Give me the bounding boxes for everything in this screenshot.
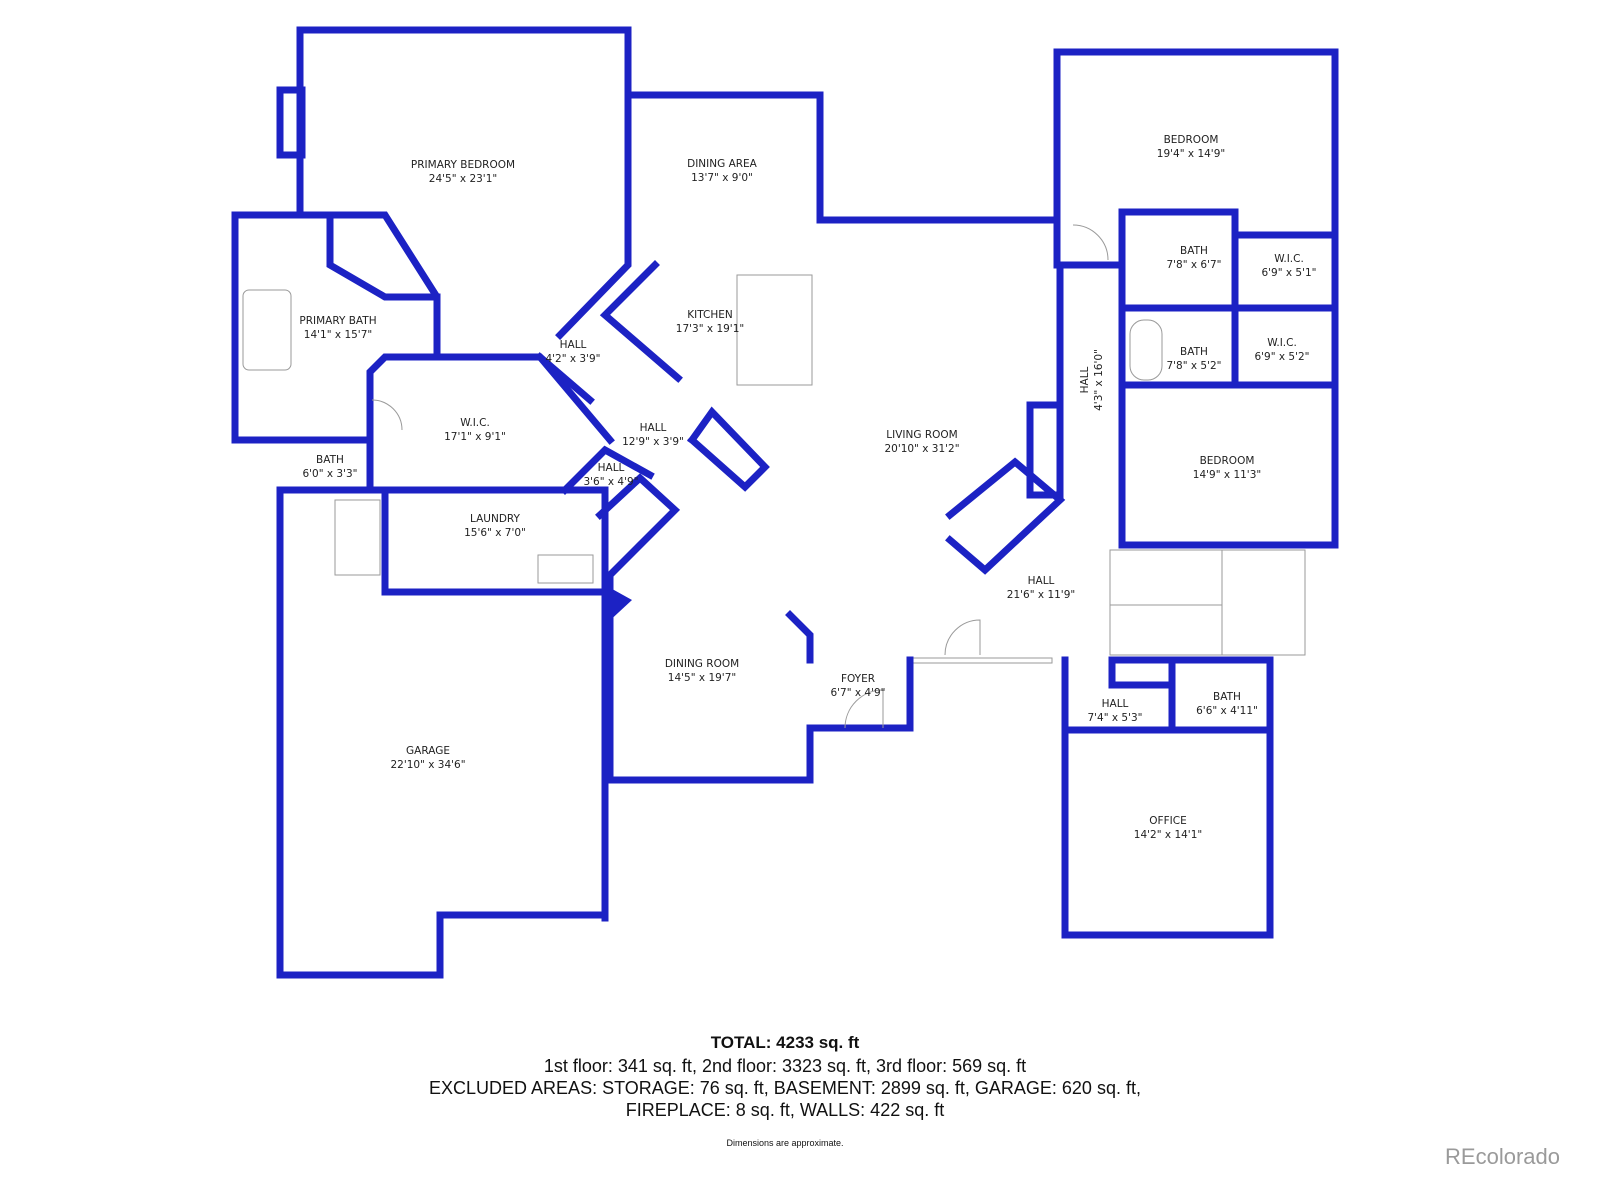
room-name: PRIMARY BATH [299, 315, 376, 327]
room-size: 6'9" x 5'2" [1254, 351, 1309, 363]
floor-areas: 1st floor: 341 sq. ft, 2nd floor: 3323 s… [543, 1056, 1027, 1076]
room-hall-1: HALL 4'2" x 3'9" [545, 339, 600, 365]
fixtures [242, 224, 1163, 729]
room-bath-2: BATH 7'8" x 5'2" [1166, 346, 1221, 372]
room-living-room: LIVING ROOM 20'10" x 31'2" [884, 429, 959, 455]
excluded-areas: EXCLUDED AREAS: STORAGE: 76 sq. ft, BASE… [429, 1078, 1141, 1098]
room-size: 3'6" x 4'9" [583, 476, 638, 488]
room-name: OFFICE [1149, 815, 1186, 827]
room-bedroom-1: BEDROOM 19'4" x 14'9" [1157, 134, 1225, 160]
room-name: DINING ROOM [665, 658, 739, 670]
room-name: BEDROOM [1200, 455, 1255, 467]
room-name: DINING AREA [687, 158, 758, 170]
room-garage: GARAGE 22'10" x 34'6" [390, 745, 465, 771]
excluded-areas-cont: FIREPLACE: 8 sq. ft, WALLS: 422 sq. ft [625, 1100, 945, 1120]
walls [231, 26, 1339, 979]
room-size: 15'6" x 7'0" [464, 527, 526, 539]
room-name: LAUNDRY [470, 513, 521, 525]
room-name: KITCHEN [687, 309, 733, 321]
room-wic-2: W.I.C. 6'9" x 5'2" [1254, 337, 1309, 363]
room-name: GARAGE [406, 745, 450, 757]
room-name: BATH [316, 454, 344, 466]
room-size: 4'3" x 16'0" [1093, 349, 1105, 411]
room-name: W.I.C. [460, 417, 490, 429]
room-wic-1: W.I.C. 6'9" x 5'1" [1261, 253, 1316, 279]
disclaimer: Dimensions are approximate. [726, 1138, 844, 1148]
windows [232, 27, 1339, 919]
room-size: 6'7" x 4'9" [830, 687, 885, 699]
room-name: PRIMARY BEDROOM [411, 159, 515, 171]
room-size: 6'0" x 3'3" [302, 468, 357, 480]
room-name: FOYER [841, 673, 875, 685]
room-size: 13'7" x 9'0" [691, 172, 753, 184]
room-size: 17'1" x 9'1" [444, 431, 506, 443]
room-name: HALL [640, 422, 667, 434]
room-hall-4: HALL 21'6" x 11'9" [1007, 575, 1075, 601]
room-size: 14'1" x 15'7" [304, 329, 372, 341]
room-size: 7'8" x 6'7" [1166, 259, 1221, 271]
room-name: HALL [1079, 366, 1091, 393]
room-hall-5: HALL 7'4" x 5'3" [1087, 698, 1142, 724]
room-dining-room: DINING ROOM 14'5" x 19'7" [665, 658, 739, 684]
room-laundry: LAUNDRY 15'6" x 7'0" [464, 513, 526, 539]
room-foyer: FOYER 6'7" x 4'9" [830, 673, 885, 699]
room-size: 14'2" x 14'1" [1134, 829, 1202, 841]
room-name: W.I.C. [1274, 253, 1304, 265]
room-hall-3: HALL 3'6" x 4'9" [583, 462, 638, 488]
room-name: HALL [1028, 575, 1055, 587]
room-primary-bedroom: PRIMARY BEDROOM 24'5" x 23'1" [411, 159, 515, 185]
room-name: HALL [598, 462, 625, 474]
room-hall-2: HALL 12'9" x 3'9" [622, 422, 684, 448]
room-name: BATH [1180, 346, 1208, 358]
room-size: 22'10" x 34'6" [390, 759, 465, 771]
room-name: HALL [1102, 698, 1129, 710]
room-bath-1: BATH 7'8" x 6'7" [1166, 245, 1221, 271]
room-name: LIVING ROOM [886, 429, 957, 441]
room-labels: PRIMARY BEDROOM 24'5" x 23'1" DINING AREA… [299, 134, 1316, 841]
room-size: 19'4" x 14'9" [1157, 148, 1225, 160]
room-name: BATH [1213, 691, 1241, 703]
room-bath-half: BATH 6'0" x 3'3" [302, 454, 357, 480]
watermark-logo: REcolorado [1445, 1144, 1560, 1169]
room-kitchen: KITCHEN 17'3" x 19'1" [676, 309, 744, 335]
room-bath-3: BATH 6'6" x 4'11" [1196, 691, 1258, 717]
room-size: 7'8" x 5'2" [1166, 360, 1221, 372]
room-size: 4'2" x 3'9" [545, 353, 600, 365]
room-wic-primary: W.I.C. 17'1" x 9'1" [444, 417, 506, 443]
room-size: 20'10" x 31'2" [884, 443, 959, 455]
room-size: 21'6" x 11'9" [1007, 589, 1075, 601]
room-dining-area: DINING AREA 13'7" x 9'0" [687, 158, 758, 184]
room-size: 24'5" x 23'1" [429, 173, 497, 185]
room-name: HALL [560, 339, 587, 351]
total-area: TOTAL: 4233 sq. ft [710, 1033, 860, 1052]
room-size: 7'4" x 5'3" [1087, 712, 1142, 724]
room-bedroom-2: BEDROOM 14'9" x 11'3" [1193, 455, 1261, 481]
room-size: 14'5" x 19'7" [668, 672, 736, 684]
room-size: 12'9" x 3'9" [622, 436, 684, 448]
room-size: 17'3" x 19'1" [676, 323, 744, 335]
room-office: OFFICE 14'2" x 14'1" [1134, 815, 1202, 841]
room-name: BEDROOM [1164, 134, 1219, 146]
room-size: 14'9" x 11'3" [1193, 469, 1261, 481]
room-name: BATH [1180, 245, 1208, 257]
room-primary-bath: PRIMARY BATH 14'1" x 15'7" [299, 315, 376, 341]
room-size: 6'9" x 5'1" [1261, 267, 1316, 279]
room-name: W.I.C. [1267, 337, 1297, 349]
room-size: 6'6" x 4'11" [1196, 705, 1258, 717]
